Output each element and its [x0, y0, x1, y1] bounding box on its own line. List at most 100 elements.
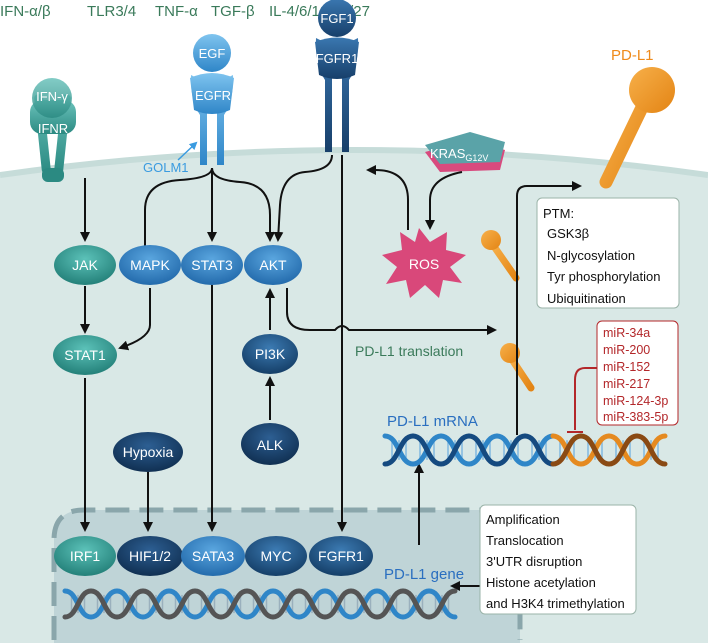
fgf1-label: FGF1: [320, 11, 353, 26]
gene-mod-item: Histone acetylation: [486, 575, 596, 590]
mirna-item: miR-34a: [603, 326, 650, 340]
pdl1-protein-membrane: [599, 67, 675, 189]
helix-strand: [192, 588, 224, 620]
ptm-box: [536, 197, 680, 309]
helix-strand: [466, 433, 500, 467]
ptm-item: Ubiquitination: [547, 291, 626, 306]
tf-hif: [117, 536, 183, 576]
ifnr-receptor: [30, 78, 76, 182]
mirna-box: [596, 320, 679, 426]
pdl1-label: PD-L1: [611, 47, 654, 64]
stat3-label: STAT3: [191, 257, 233, 273]
mapk-node: [119, 245, 181, 285]
mirna-item: miR-152: [603, 360, 650, 374]
fgfr1-label: FGFR1: [316, 51, 359, 66]
tf-fgfr1-label: FGFR1: [318, 548, 364, 564]
stat1-label: STAT1: [64, 347, 106, 363]
helix-strand: [494, 433, 528, 467]
helix-strand: [296, 588, 328, 620]
ifnr-label: IFNR: [38, 121, 68, 136]
fgf1-ligand: [318, 0, 356, 37]
helix-strand: [382, 433, 416, 467]
pdl1-protein-cyto-1: [481, 230, 520, 282]
tf-irf1-label: IRF1: [70, 548, 101, 564]
ligand-tgf: TGF-β: [211, 3, 255, 20]
ptm-item: Tyr phosphorylation: [547, 269, 660, 284]
helix-strand: [114, 588, 146, 620]
ifng-ligand: [32, 78, 72, 118]
ros-node: [382, 228, 466, 298]
ros-label: ROS: [409, 256, 439, 272]
mrna-label: PD-L1 mRNA: [387, 413, 478, 430]
fgfr1-receptor: [315, 0, 359, 152]
stat1-node: [53, 335, 117, 375]
jak-node: [54, 245, 116, 285]
pi3k-label: PI3K: [255, 346, 286, 362]
golm1-arrow: [177, 141, 198, 161]
helix-strand: [88, 588, 120, 620]
translation-label: PD-L1 translation: [355, 343, 463, 359]
helix-strand: [410, 433, 444, 467]
hypoxia-label: Hypoxia: [123, 444, 174, 460]
mirna-item: miR-124-3p: [603, 394, 668, 408]
helix-strand: [348, 588, 380, 620]
gene-mod-item: 3'UTR disruption: [486, 554, 582, 569]
helix-strand: [426, 588, 458, 620]
nuclear-envelope: [51, 507, 523, 640]
tf-myc: [245, 536, 307, 576]
pdl1-protein-cyto-2: [500, 343, 535, 392]
gene-mod-item: Amplification: [486, 512, 560, 527]
hypoxia-node: [113, 432, 183, 472]
tf-sata3: [181, 536, 245, 576]
cell-membrane: [0, 147, 708, 178]
egfr-label: EGFR: [195, 88, 231, 103]
kras-g12v: [425, 132, 505, 172]
helix-strand: [374, 588, 406, 620]
ifng-label: IFN-γ: [36, 89, 68, 104]
ptm-item: GSK3β: [547, 226, 589, 241]
mapk-label: MAPK: [130, 257, 170, 273]
akt-label: AKT: [259, 257, 287, 273]
egfr-receptor: [190, 34, 234, 165]
jak-label: JAK: [72, 257, 98, 273]
alk-label: ALK: [257, 437, 284, 453]
tf-hif-label: HIF1/2: [129, 548, 171, 564]
ligand-tlr: TLR3/4: [87, 3, 136, 20]
gene-helix: [62, 588, 458, 620]
mirna-item: miR-383-5p: [603, 410, 668, 424]
helix-strand: [438, 433, 472, 467]
ptm-item: N-glycosylation: [547, 248, 635, 263]
helix-strand: [400, 588, 432, 620]
helix-strand: [270, 588, 302, 620]
helix-strand: [140, 588, 172, 620]
alk-node: [241, 423, 299, 465]
gene-label: PD-L1 gene: [384, 566, 464, 583]
akt-node: [244, 245, 302, 285]
kras-label: KRASG12V: [430, 146, 488, 163]
pi3k-node: [242, 334, 298, 374]
tf-myc-label: MYC: [260, 548, 291, 564]
tf-irf1: [54, 536, 116, 576]
helix-strand: [322, 588, 354, 620]
helix-strand: [62, 588, 94, 620]
golm1-label: GOLM1: [143, 160, 189, 175]
mirna-inhibition: [567, 367, 597, 433]
egf-label: EGF: [199, 46, 226, 61]
ptm-title: PTM:: [543, 206, 574, 221]
ligand-tnf: TNF-α: [155, 3, 198, 20]
helix-strand: [606, 433, 640, 467]
helix-strand: [550, 433, 584, 467]
helix-strand: [218, 588, 250, 620]
egf-ligand: [193, 34, 231, 72]
mirna-item: miR-200: [603, 343, 650, 357]
gene-mods-box: [479, 504, 637, 615]
helix-strand: [244, 588, 276, 620]
tf-sata3-label: SATA3: [192, 548, 234, 564]
gene-mod-item: Translocation: [486, 533, 564, 548]
helix-strand: [578, 433, 612, 467]
helix-strand: [522, 433, 556, 467]
pathway-arrows: [80, 154, 582, 591]
tf-fgfr1: [309, 536, 373, 576]
helix-strand: [634, 433, 668, 467]
